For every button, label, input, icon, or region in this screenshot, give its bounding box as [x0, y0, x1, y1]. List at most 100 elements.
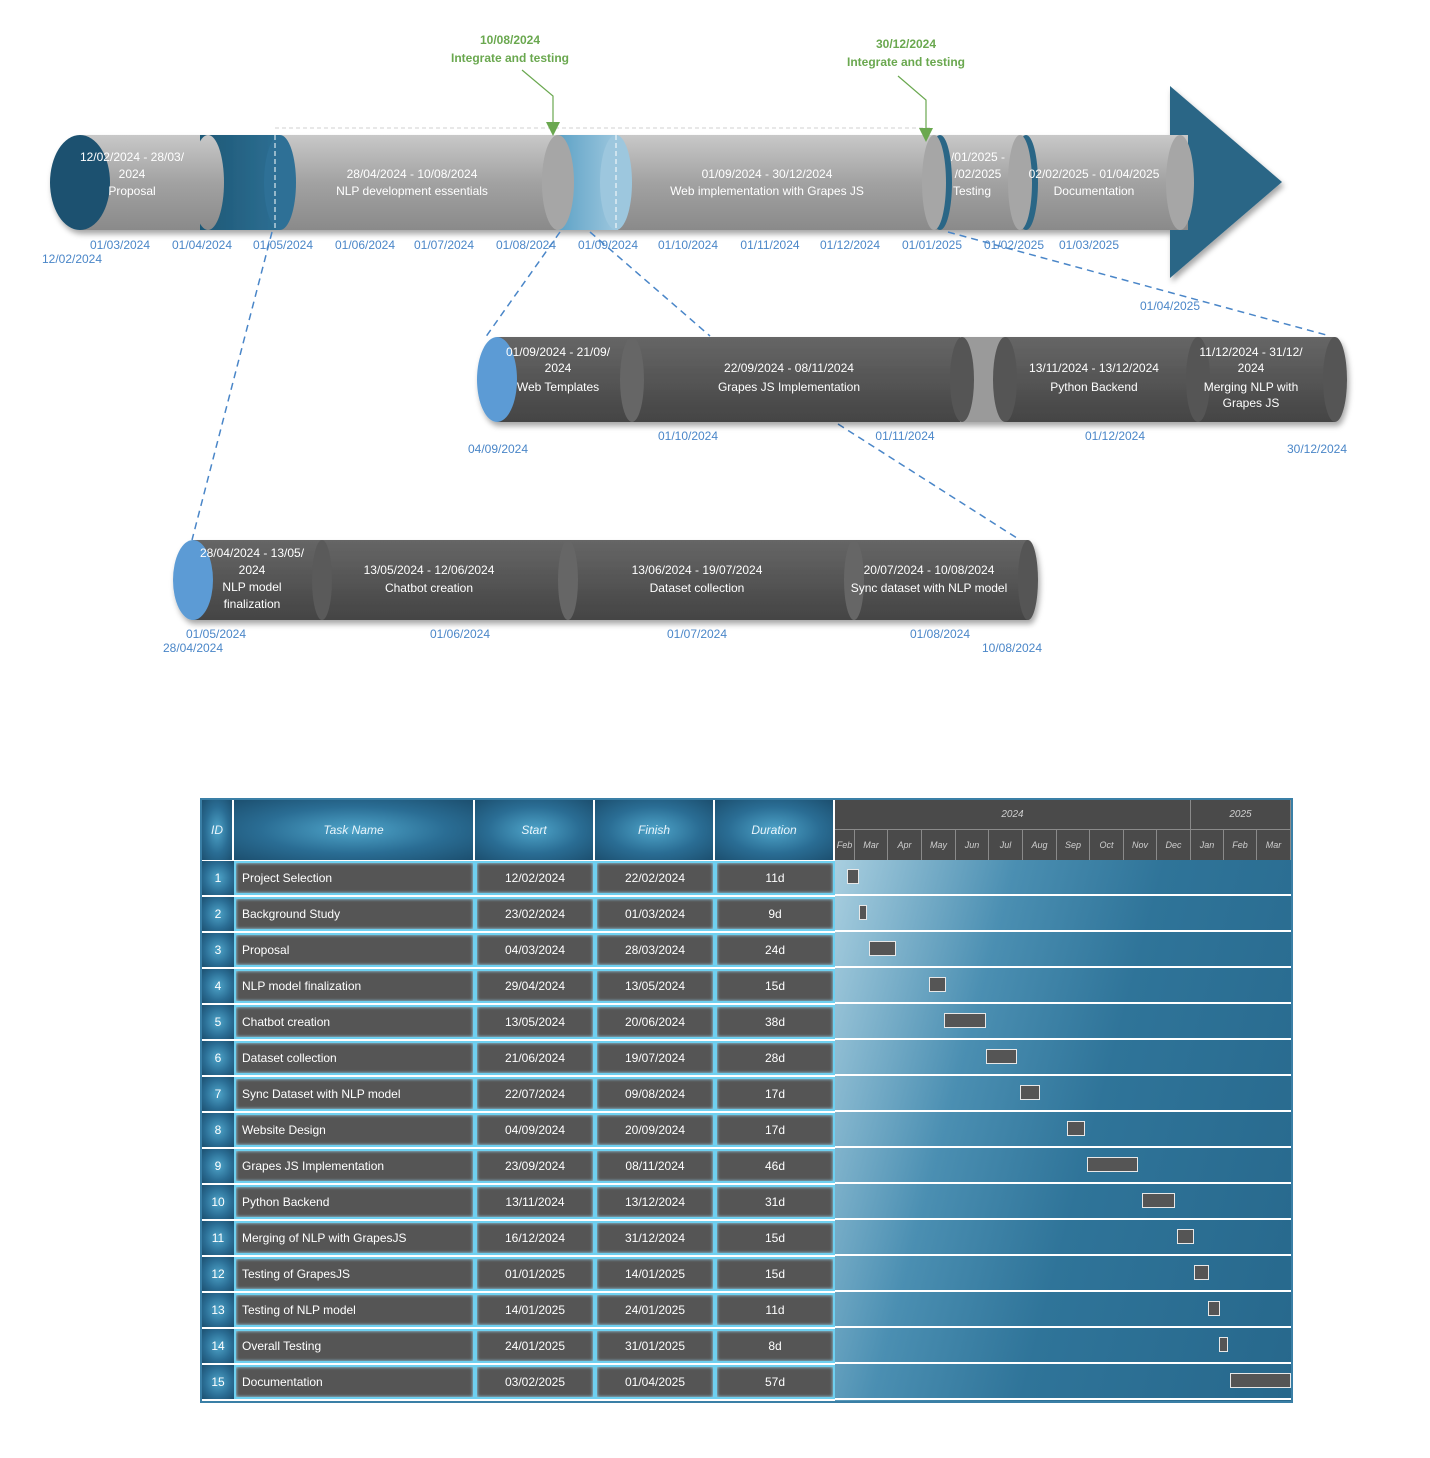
row-task-name: Sync Dataset with NLP model — [234, 1077, 475, 1111]
row-duration: 11d — [715, 861, 835, 895]
row-finish-date: 28/03/2024 — [595, 933, 715, 967]
task-bar[interactable] — [858, 905, 868, 920]
main-end-date: 01/04/2025 — [1140, 299, 1200, 313]
row-finish-date: 14/01/2025 — [595, 1257, 715, 1291]
row-finish-date: 22/02/2024 — [595, 861, 715, 895]
row-start-date: 12/02/2024 — [475, 861, 595, 895]
row-duration: 38d — [715, 1005, 835, 1039]
row-timeline-lane — [835, 1076, 1291, 1112]
web-phase-templates-dates-2: 2024 — [545, 361, 572, 375]
row-timeline-lane — [835, 860, 1291, 896]
task-bar[interactable] — [1019, 1085, 1040, 1100]
milestone-1-date: 10/08/2024 — [480, 33, 540, 47]
row-start-date: 04/09/2024 — [475, 1113, 595, 1147]
nlp-phase-finalization-name-1: NLP model — [222, 580, 281, 594]
row-id: 1 — [202, 861, 234, 895]
phase-proposal-name: Proposal — [108, 184, 155, 198]
phase-nlp-name: NLP development essentials — [336, 184, 488, 198]
task-bar[interactable] — [869, 941, 897, 956]
nlp-phase-dataset-dates: 13/06/2024 - 19/07/2024 — [632, 563, 763, 577]
task-bar[interactable] — [986, 1049, 1018, 1064]
timescale-month: Jun — [956, 830, 989, 860]
phase-documentation-dates: 02/02/2025 - 01/04/2025 — [1029, 167, 1160, 181]
row-task-name: Chatbot creation — [234, 1005, 475, 1039]
nlp-phase-finalization-dates-1: 28/04/2024 - 13/05/ — [200, 546, 305, 560]
main-start-date: 12/02/2024 — [42, 252, 102, 266]
row-finish-date: 13/05/2024 — [595, 969, 715, 1003]
row-id: 5 — [202, 1005, 234, 1039]
web-phase-python-dates: 13/11/2024 - 13/12/2024 — [1029, 361, 1159, 375]
row-id: 7 — [202, 1077, 234, 1111]
row-timeline-lane — [835, 968, 1291, 1004]
row-timeline-lane — [835, 1364, 1291, 1400]
row-id: 12 — [202, 1257, 234, 1291]
row-task-name: Background Study — [234, 897, 475, 931]
task-bar[interactable] — [1194, 1265, 1210, 1280]
web-phase-grapes-dates: 22/09/2024 - 08/11/2024 — [724, 361, 854, 375]
row-timeline-lane — [835, 1292, 1291, 1328]
task-bar[interactable] — [1141, 1193, 1176, 1208]
row-task-name: Testing of NLP model — [234, 1293, 475, 1327]
timeline-arrow-head — [1170, 86, 1282, 278]
row-task-name: Python Backend — [234, 1185, 475, 1219]
zoom-connectors — [191, 231, 1331, 541]
phase-web-dates: 01/09/2024 - 30/12/2024 — [702, 167, 833, 181]
timeline-diagram: 12/02/2024 - 28/03/ 2024 Proposal 28/04/… — [42, 33, 1347, 655]
task-bar[interactable] — [1229, 1373, 1291, 1388]
row-id: 11 — [202, 1221, 234, 1255]
row-finish-date: 31/12/2024 — [595, 1221, 715, 1255]
row-finish-date: 24/01/2025 — [595, 1293, 715, 1327]
nlp-phase-sync-name: Sync dataset with NLP model — [851, 581, 1008, 595]
timescale-month: Dec — [1157, 830, 1191, 860]
row-finish-date: 20/06/2024 — [595, 1005, 715, 1039]
task-bar[interactable] — [1177, 1229, 1195, 1244]
row-duration: 46d — [715, 1149, 835, 1183]
timescale-month: Aug — [1023, 830, 1057, 860]
web-phase-merging-dates-1: 11/12/2024 - 31/12/ — [1199, 345, 1303, 359]
row-timeline-lane — [835, 1328, 1291, 1364]
web-tick-label: 01/12/2024 — [1085, 429, 1145, 443]
row-duration: 15d — [715, 969, 835, 1003]
main-tick-label: 01/12/2024 — [820, 238, 880, 252]
main-tick-label: 01/02/2025 — [984, 238, 1044, 252]
nlp-phase-sync-dates: 20/07/2024 - 10/08/2024 — [864, 563, 995, 577]
task-bar[interactable] — [1087, 1157, 1138, 1172]
row-timeline-lane — [835, 1256, 1291, 1292]
row-timeline-lane — [835, 1184, 1291, 1220]
task-bar[interactable] — [1066, 1121, 1085, 1136]
row-timeline-lane — [835, 1040, 1291, 1076]
row-start-date: 23/09/2024 — [475, 1149, 595, 1183]
header-duration: Duration — [715, 800, 835, 860]
row-start-date: 14/01/2025 — [475, 1293, 595, 1327]
main-tick-label: 01/01/2025 — [902, 238, 962, 252]
task-bar[interactable] — [929, 977, 946, 992]
header-start: Start — [475, 800, 595, 860]
row-timeline-lane — [835, 1148, 1291, 1184]
row-finish-date: 08/11/2024 — [595, 1149, 715, 1183]
main-tick-label: 01/06/2024 — [335, 238, 395, 252]
nlp-phase-chatbot-name: Chatbot creation — [385, 581, 473, 595]
timescale-month: Sep — [1057, 830, 1090, 860]
task-bar[interactable] — [1219, 1337, 1228, 1352]
web-phase-merging-dates-2: 2024 — [1238, 361, 1265, 375]
task-bar[interactable] — [1208, 1301, 1221, 1316]
web-phase-merging-name-2: Grapes JS — [1223, 396, 1280, 410]
web-timeline-bar — [477, 337, 1347, 422]
task-bar[interactable] — [846, 869, 859, 884]
milestone-1-marker — [546, 122, 560, 136]
row-id: 2 — [202, 897, 234, 931]
phase-proposal-dates-1: 12/02/2024 - 28/03/ — [80, 150, 185, 164]
task-bar[interactable] — [944, 1013, 987, 1028]
timescale-month: Jul — [989, 830, 1023, 860]
header-finish: Finish — [595, 800, 715, 860]
row-task-name: Overall Testing — [234, 1329, 475, 1363]
main-tick-label: 01/09/2024 — [578, 238, 638, 252]
nlp-timeline-bar — [173, 540, 1038, 620]
row-timeline-lane — [835, 1220, 1291, 1256]
